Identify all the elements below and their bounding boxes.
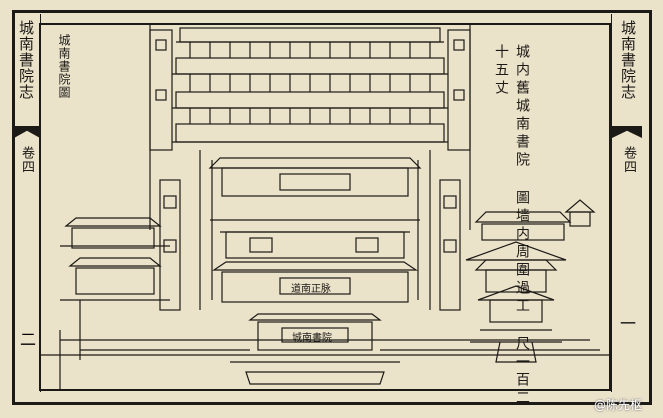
fish-tail-mark-right [612, 126, 642, 138]
figure-title: 城南書院圖 [57, 34, 71, 99]
volume-label-right: 卷四 [621, 146, 636, 174]
book-title-left: 城南書院志 [17, 20, 35, 100]
inscription-column-1: 城内舊城南書院 [514, 44, 530, 170]
left-margin-column: 城南書院志 卷四 二 [14, 14, 41, 392]
central-hall [199, 150, 431, 310]
book-title-right: 城南書院志 [619, 20, 637, 100]
page-number-left: 二 [20, 330, 37, 349]
rear-halls [172, 27, 448, 143]
right-pavilion [439, 179, 596, 363]
front-gate [230, 313, 400, 385]
right-margin-column: 城南書院志 卷四 一 [611, 14, 642, 392]
page-border [12, 10, 652, 405]
left-side-buildings [60, 179, 181, 311]
page-number-right: 一 [620, 314, 637, 333]
main-hall-plaque: 道南正脉 [291, 284, 331, 295]
inscription-column-3: 尺一百二十五丈 [493, 44, 530, 408]
watermark: @陈先枢 [594, 398, 643, 412]
fish-tail-mark-left [14, 126, 40, 138]
volume-label-left: 卷四 [19, 146, 34, 174]
gate-plaque: 城南書院 [292, 333, 332, 344]
inscription-text: 城内舊城南書院 圖墙内周圍過工 尺一百二十五丈 [490, 44, 532, 418]
inscription-column-2: 圖墙内周圍過工 [514, 190, 530, 316]
